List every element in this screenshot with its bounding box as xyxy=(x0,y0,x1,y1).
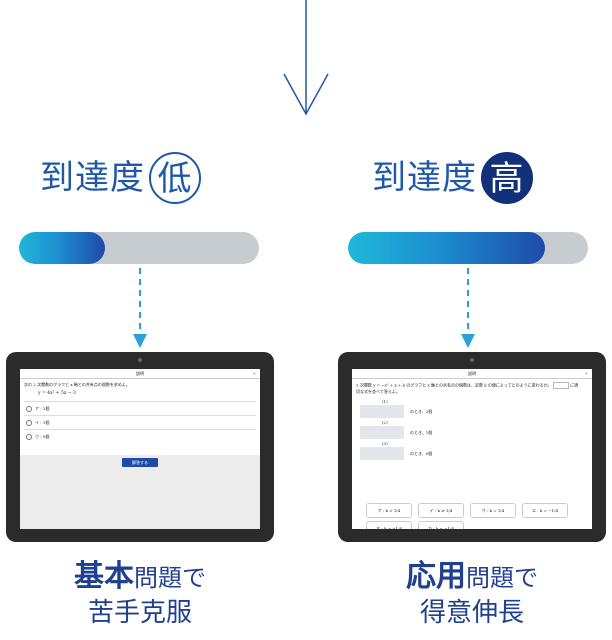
blank-row: (1) のとき、2個 xyxy=(356,399,588,418)
progress-fill-low xyxy=(19,232,106,264)
answer-drop-box[interactable] xyxy=(360,426,404,439)
question-text: 次の 2 次関数のグラフと x 軸との共有点の個数を求めよ。 xyxy=(24,382,130,387)
dashed-down-arrow-icon xyxy=(461,268,475,348)
screen-header-title: 説明 xyxy=(468,371,476,376)
inline-blank[interactable] xyxy=(552,382,569,389)
question-panel: 2 次関数 y = −x² + x + k のグラフと x 軸との共有点の個数は… xyxy=(352,379,592,529)
answer-choice-chip[interactable]: ウ : k = 1/4 xyxy=(470,503,516,518)
answer-choice-chip[interactable]: イ : k ≥ 1/4 xyxy=(418,503,464,518)
tablet-screen-advanced: 説明 ✕ 2 次関数 y = −x² + x + k のグラフと x 軸との共有… xyxy=(352,369,592,529)
radio-icon[interactable] xyxy=(26,406,32,412)
down-arrow-icon xyxy=(283,0,329,116)
screen-header-title: 説明 xyxy=(136,371,144,376)
answer-choice-chip[interactable]: カ : k < −1/4 xyxy=(418,521,464,529)
progress-bar-high xyxy=(348,232,588,264)
caption-subtitle: 苦手克服 xyxy=(87,598,192,628)
progress-fill-high xyxy=(348,232,545,264)
progress-bar-low xyxy=(19,232,259,264)
answer-drop-box[interactable] xyxy=(360,405,404,418)
caption-emphasis: 応用 xyxy=(406,559,466,594)
level-heading-text: 到達度 xyxy=(40,158,145,198)
level-heading-text: 到達度 xyxy=(372,158,477,198)
answer-option[interactable]: イ : 1個 xyxy=(24,415,256,429)
answer-option[interactable]: ウ : 0個 xyxy=(24,429,256,443)
dashed-down-arrow-icon xyxy=(133,268,147,348)
answer-choice-chip[interactable]: ア : k > 1/4 xyxy=(366,503,412,518)
screen-header: 説明 ✕ xyxy=(352,369,592,379)
answer-option[interactable]: ア : 2個 xyxy=(24,401,256,415)
submit-answer-button[interactable]: 解答する xyxy=(122,458,158,467)
answer-choice-chip[interactable]: エ : k = −1/4 xyxy=(522,503,568,518)
question-panel: 次の 2 次関数のグラフと x 軸との共有点の個数を求めよ。 y = 4x² +… xyxy=(20,379,260,455)
level-high-badge: 高 xyxy=(481,152,533,204)
radio-icon[interactable] xyxy=(26,434,32,440)
level-heading-high: 到達度高 xyxy=(372,152,533,204)
close-icon[interactable]: ✕ xyxy=(584,371,588,376)
radio-icon[interactable] xyxy=(26,420,32,426)
caption-basic: 基本問題で 苦手克服 xyxy=(0,560,280,631)
blank-row: (2) のとき、1個 xyxy=(356,420,588,439)
caption-rest: 問題で xyxy=(134,564,206,592)
answer-choice-chip[interactable]: オ : k > −1/4 xyxy=(366,521,412,529)
tablet-basic: 説明 ✕ 次の 2 次関数のグラフと x 軸との共有点の個数を求めよ。 y = … xyxy=(6,352,274,542)
close-icon[interactable]: ✕ xyxy=(252,371,256,376)
caption-emphasis: 基本 xyxy=(74,559,134,594)
camera-icon xyxy=(470,358,474,362)
tablet-advanced: 説明 ✕ 2 次関数 y = −x² + x + k のグラフと x 軸との共有… xyxy=(338,352,606,542)
level-heading-low: 到達度低 xyxy=(40,152,201,204)
camera-icon xyxy=(138,358,142,362)
caption-rest: 問題で xyxy=(466,564,538,592)
question-text: 2 次関数 y = −x² + x + k のグラフと x 軸との共有点の個数は… xyxy=(356,382,579,389)
tablet-screen-basic: 説明 ✕ 次の 2 次関数のグラフと x 軸との共有点の個数を求めよ。 y = … xyxy=(20,369,260,529)
level-low-badge: 低 xyxy=(149,152,201,204)
answer-drop-box[interactable] xyxy=(360,447,404,460)
blank-row: (3) のとき、0個 xyxy=(356,441,588,460)
caption-subtitle: 得意伸長 xyxy=(419,598,524,628)
screen-header: 説明 ✕ xyxy=(20,369,260,379)
question-text-cont: 切な式を並べて答えよ。 xyxy=(356,389,400,394)
question-formula: y = 4x² + 5x − 3 xyxy=(38,391,76,396)
caption-advanced: 応用問題で 得意伸長 xyxy=(332,560,612,631)
